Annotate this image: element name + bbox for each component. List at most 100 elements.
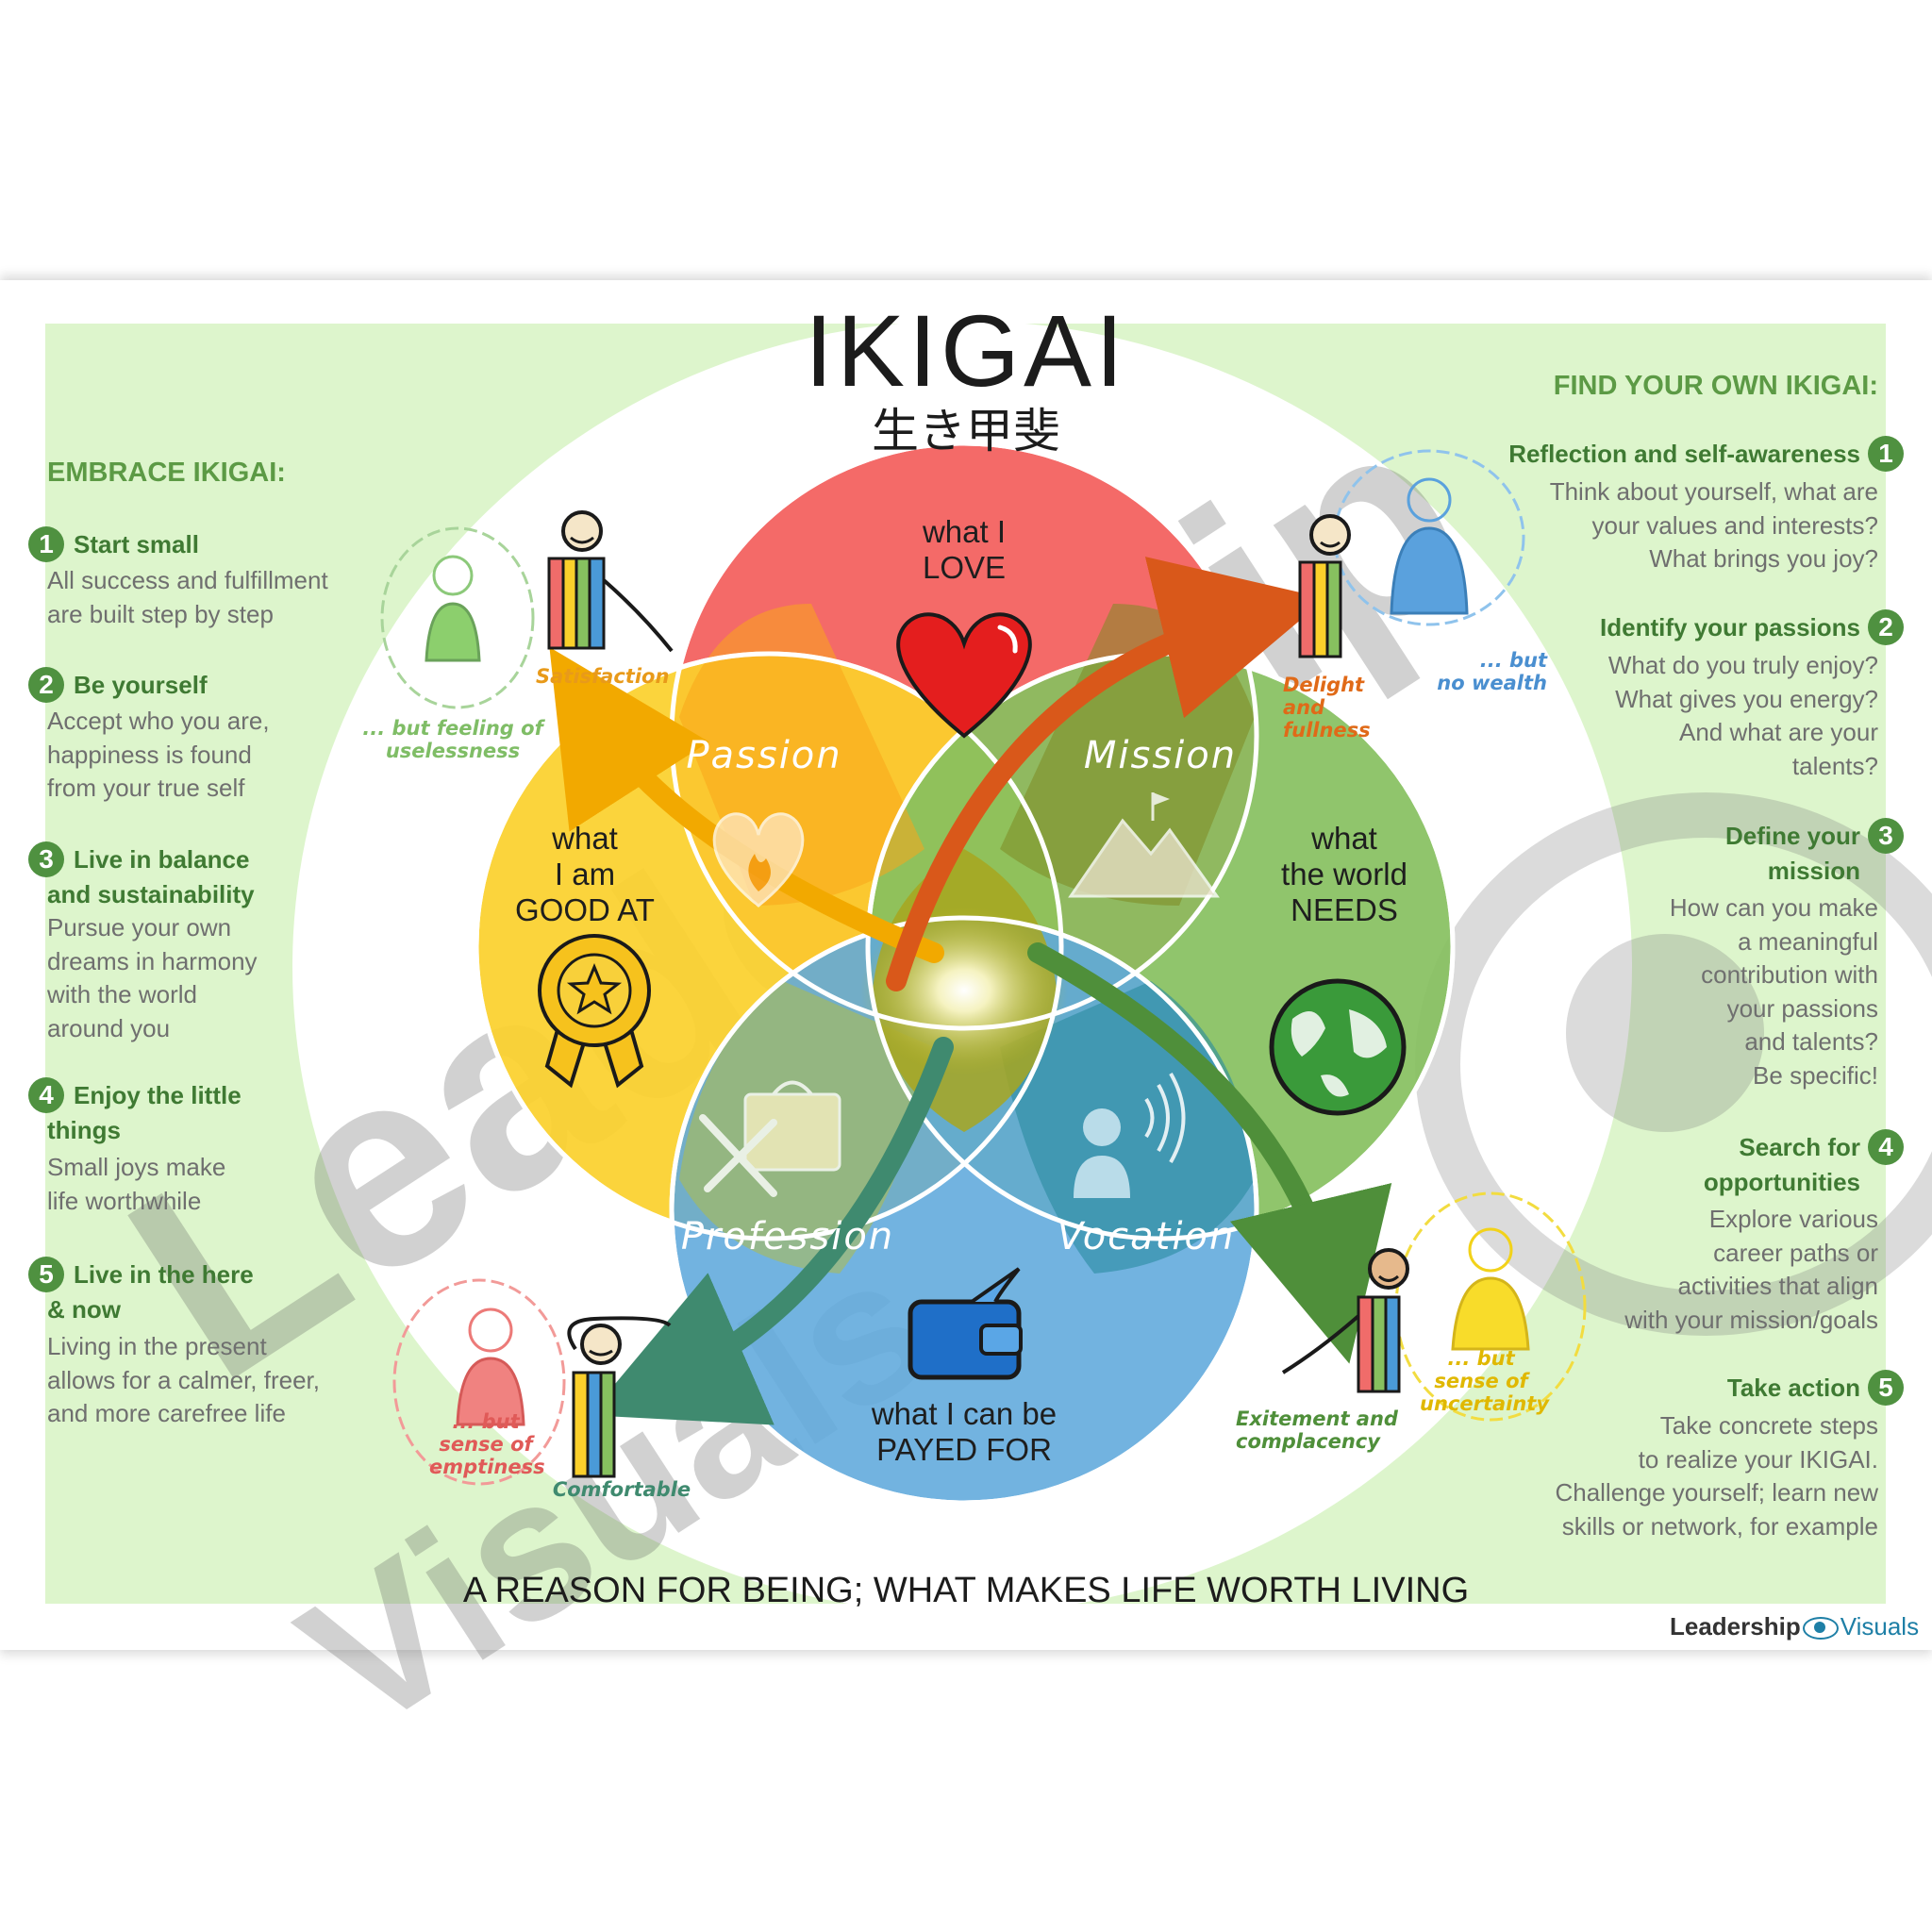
step-number-badge: 1 [28,526,64,562]
caption-emptiness-line2: sense of [439,1433,533,1456]
right-item-2-title-text: Identify your passions [1600,613,1860,641]
toolbox-icon [699,1080,841,1197]
step-number-badge: 3 [1868,818,1904,854]
heart-icon [896,612,1032,739]
right-item-1-text: Think about yourself, what are your valu… [1413,475,1878,576]
caption-uncertainty-line2: sense of [1434,1370,1528,1392]
label-profession: Profession [680,1215,895,1258]
left-item-2-title: 2 Be yourself [28,667,368,703]
text-line: What brings you joy? [1649,544,1878,573]
right-item-4-title-text: Search for [1739,1133,1860,1161]
wallet-icon [908,1267,1023,1380]
label-world-needs-line1: what [1311,821,1377,856]
left-item-2-text: Accept who you are, happiness is found f… [47,705,368,806]
caption-excitement: Exitement and complacency [1236,1407,1406,1453]
text-line: Pursue your own [47,913,232,941]
caption-uselessness-line2: uselessness [385,740,521,762]
text-line: Be specific! [1753,1060,1878,1090]
left-item-5-text: Living in the present allows for a calme… [47,1330,387,1431]
text-line: Take concrete steps [1659,1411,1878,1440]
text-line: Challenge yourself; learn new [1555,1478,1878,1507]
left-item-1-title-text: Start small [74,530,199,558]
step-number-badge: 2 [28,667,64,703]
caption-delight-line2: and fullness [1283,696,1371,741]
right-item-3-title-line2: mission [1767,857,1860,885]
text-line: and more carefree life [47,1399,286,1427]
caption-excitement-line1: Exitement and [1236,1407,1398,1430]
left-item-3-text: Pursue your own dreams in harmony with t… [47,911,368,1045]
left-item-3-title-text: Live in balance [74,845,250,874]
right-item-3-text: How can you make a meaningful contributi… [1413,891,1878,1092]
left-item-3-title-line2: and sustainability [47,880,255,908]
heart-flame-icon [712,812,805,908]
label-good-at-line3: GOOD AT [515,892,655,927]
caption-emptiness-line1: ... but [452,1410,520,1433]
label-love-line1: what I [922,514,1007,549]
person-broadcast-icon [1074,1073,1186,1198]
text-line: skills or network, for example [1561,1511,1878,1541]
right-item-1-title-text: Reflection and self-awareness [1508,440,1860,468]
medal-icon [538,934,651,1089]
page-title: IKIGAI [804,293,1128,408]
tagline: A REASON FOR BEING; WHAT MAKES LIFE WORT… [462,1571,1470,1610]
step-number-badge: 5 [1868,1370,1904,1406]
text-line: What do you truly enjoy? [1607,651,1878,679]
caption-uncertainty-line1: ... but [1447,1347,1515,1370]
right-item-5-text: Take concrete steps to realize your IKIG… [1413,1409,1878,1543]
caption-satisfaction-main: Satisfaction [536,665,670,688]
left-item-2-title-text: Be yourself [74,671,208,699]
text-line: from your true self [47,774,245,802]
caption-no-wealth: ... but no wealth [1434,649,1547,694]
right-item-5-title: Take action 5 [1413,1370,1904,1406]
step-number-badge: 4 [1868,1129,1904,1165]
caption-emptiness-line3: emptiness [429,1456,545,1478]
caption-uncertainty-line3: uncertainty [1420,1392,1550,1415]
label-good-at: what I am GOOD AT [481,821,689,928]
text-line: career paths or [1713,1238,1878,1267]
label-what-i-love: what I LOVE [870,514,1058,586]
text-line: life worthwhile [47,1186,202,1215]
mountain-flag-icon [1068,792,1220,898]
caption-delight: Delight and fullness [1283,674,1415,741]
right-item-5: Take action 5 Take concrete steps to real… [1413,1370,1904,1543]
right-item-4-text: Explore various career paths or activiti… [1413,1203,1878,1337]
text-line: contribution with [1701,960,1878,989]
caption-uncertainty: ... but sense of uncertainty [1420,1347,1550,1415]
text-line: activities that align [1677,1272,1878,1300]
right-panel-heading: FIND YOUR OWN IKIGAI: [1553,371,1878,401]
left-item-4-title-text: Enjoy the little [74,1081,242,1109]
text-line: happiness is found [47,740,252,769]
caption-emptiness: ... but sense of emptiness [429,1410,545,1478]
sketch-excitement-figure [1281,1191,1587,1422]
step-number-badge: 4 [28,1077,64,1113]
text-line: dreams in harmony [47,946,258,975]
text-line: your values and interests? [1591,510,1878,540]
arrow-to-delight [886,557,1326,991]
caption-uselessness-line1: ... but feeling of [362,717,543,740]
right-item-5-title-text: Take action [1726,1374,1860,1402]
sketch-delight-figure [1298,449,1525,658]
text-line: with your mission/goals [1624,1305,1878,1334]
caption-uselessness: ... but feeling of uselessness [358,717,547,762]
caption-no-wealth-line2: no wealth [1437,672,1547,694]
text-line: How can you make [1669,893,1878,922]
label-good-at-line1: what [552,821,618,856]
right-item-2-text: What do you truly enjoy? What gives you … [1413,649,1878,783]
brand-part1: Leadership [1670,1612,1801,1641]
caption-comfortable: Comfortable [551,1478,692,1501]
label-mission: Mission [1083,734,1238,777]
left-item-4-title: 4 Enjoy the little [28,1077,368,1113]
caption-comfortable-main: Comfortable [552,1478,691,1501]
